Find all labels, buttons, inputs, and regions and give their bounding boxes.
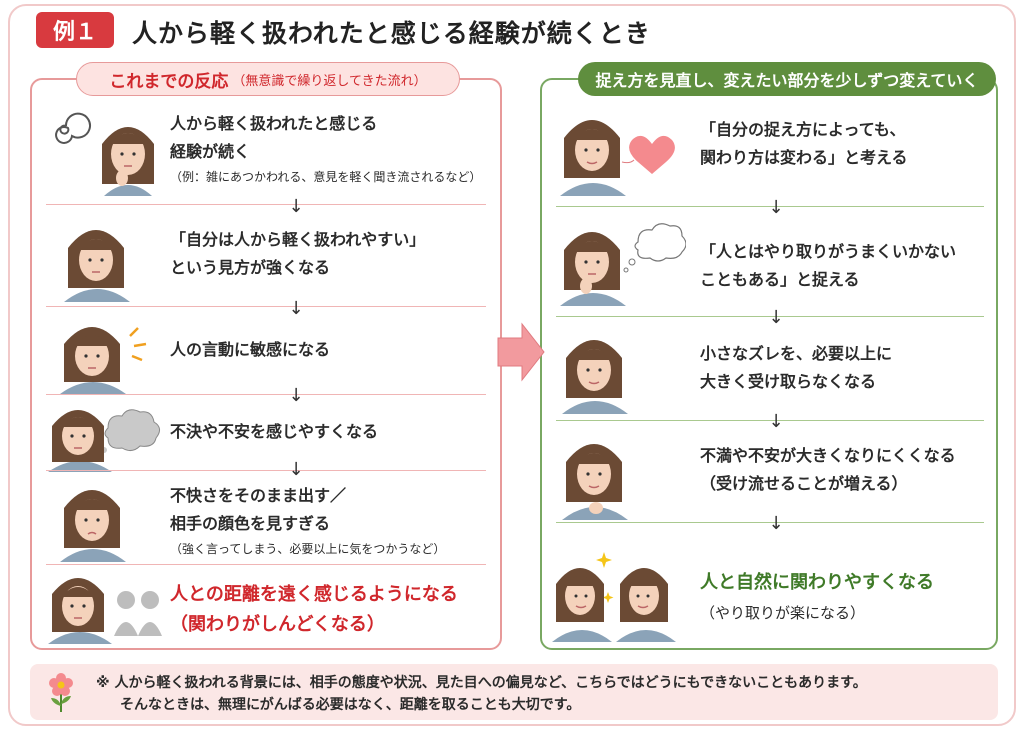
frowning-woman-illustration <box>60 490 126 562</box>
left-divider-4 <box>46 470 486 471</box>
left-step-2-line1: 「自分は人から軽く扱われやすい」 <box>170 230 426 249</box>
worried-woman-illustration <box>55 112 154 196</box>
left-header-sub: （無意識で繰り返してきた流れ） <box>232 73 427 89</box>
calm-woman-illustration <box>562 340 628 414</box>
left-divider-5 <box>46 564 486 565</box>
right-divider-3 <box>556 420 984 421</box>
right-step-4: 不満や不安が大きくなりにくくなる （受け流せることが増える） <box>700 442 990 498</box>
right-step-3-line1: 小さなズレを、必要以上に <box>700 344 893 363</box>
right-step-5: 人と自然に関わりやすくなる （やり取りが楽になる） <box>700 568 990 628</box>
footer-line-2: そんなときは、無理にがんばる必要はなく、距離を取ることも大切です。 <box>120 697 581 713</box>
down-arrow-icon: ↓ <box>288 385 304 406</box>
left-step-6-line1: 人との距離を遠く感じるようになる <box>170 584 458 605</box>
left-step-4: 不決や不安を感じやすくなる <box>170 418 490 446</box>
left-step-1: 人から軽く扱われたと感じる 経験が続く （例：雑にあつかわれる、意見を軽く聞き流… <box>170 110 490 188</box>
right-step-4-line2: （受け流せることが増える） <box>700 474 908 493</box>
left-step-1-line2: 経験が続く <box>170 142 251 161</box>
two-women-talking-illustration <box>552 552 676 642</box>
left-header-main: これまでの反応 <box>109 71 229 92</box>
right-divider-2 <box>556 316 984 317</box>
hopeful-woman-illustration <box>560 120 675 196</box>
right-step-2: 「人とはやり取りがうまくいかない こともある」と捉える <box>700 238 990 294</box>
reflecting-woman-illustration <box>560 223 686 306</box>
down-arrow-icon: ↓ <box>288 298 304 319</box>
down-arrow-icon: ↓ <box>288 196 304 217</box>
right-panel-header: 捉え方を見直し、変えたい部分を少しずつ変えていく <box>578 62 996 96</box>
left-step-4-line1: 不決や不安を感じやすくなる <box>170 422 379 441</box>
right-step-4-line1: 不満や不安が大きくなりにくくなる <box>700 446 956 465</box>
left-divider-3 <box>46 394 486 395</box>
left-divider-1 <box>46 204 486 205</box>
right-step-1-line1: 「自分の捉え方によっても、 <box>700 120 906 139</box>
example-badge: 例１ <box>36 12 114 48</box>
down-arrow-icon: ↓ <box>768 411 784 432</box>
left-step-5: 不快さをそのまま出す／ 相手の顔色を見すぎる （強く言ってしまう、必要以上に気を… <box>170 482 490 560</box>
left-step-6: 人との距離を遠く感じるようになる （関わりがしんどくなる） <box>170 580 490 640</box>
left-step-3-line1: 人の言動に敏感になる <box>170 340 331 359</box>
right-step-1: 「自分の捉え方によっても、 関わり方は変わる」と考える <box>700 116 990 172</box>
right-step-1-line2: 関わり方は変わる」と考える <box>700 148 908 167</box>
alert-woman-illustration <box>60 327 147 394</box>
page-title: 人から軽く扱われたと感じる経験が続くとき <box>132 19 651 48</box>
right-step-3-line2: 大きく受け取らなくなる <box>700 372 877 391</box>
left-step-2-line2: という見方が強くなる <box>170 258 331 277</box>
left-step-2: 「自分は人から軽く扱われやすい」 という見方が強くなる <box>170 226 490 282</box>
left-step-5-line2: 相手の顔色を見すぎる <box>170 514 331 533</box>
right-divider-4 <box>556 522 984 523</box>
thinking-woman-illustration <box>64 230 130 302</box>
right-step-5-line2: （やり取りが楽になる） <box>700 604 866 622</box>
footer-note-box: ※ 人から軽く扱われる背景には、相手の態度や状況、見た目への偏見など、こちらでは… <box>30 664 998 720</box>
left-step-5-note: （強く言ってしまう、必要以上に気をつかうなど） <box>170 542 446 556</box>
flower-icon <box>49 673 73 712</box>
relieved-woman-illustration <box>562 444 628 520</box>
distant-woman-illustration <box>48 578 162 644</box>
anxious-woman-illustration <box>48 409 160 472</box>
left-divider-2 <box>46 306 486 307</box>
right-step-3: 小さなズレを、必要以上に 大きく受け取らなくなる <box>700 340 990 396</box>
left-step-1-line1: 人から軽く扱われたと感じる <box>170 114 378 133</box>
left-step-3: 人の言動に敏感になる <box>170 336 490 364</box>
right-step-2-line1: 「人とはやり取りがうまくいかない <box>700 242 957 261</box>
left-step-1-note: （例：雑にあつかわれる、意見を軽く聞き流されるなど） <box>170 170 482 184</box>
down-arrow-icon: ↓ <box>288 459 304 480</box>
right-divider-1 <box>556 206 984 207</box>
left-step-5-line1: 不快さをそのまま出す／ <box>170 486 347 505</box>
down-arrow-icon: ↓ <box>768 513 784 534</box>
right-step-2-line2: こともある」と捉える <box>700 270 860 289</box>
transition-arrow-icon <box>497 322 545 382</box>
right-step-5-line1: 人と自然に関わりやすくなる <box>700 572 934 593</box>
down-arrow-icon: ↓ <box>768 307 784 328</box>
left-panel-header: これまでの反応 （無意識で繰り返してきた流れ） <box>76 62 460 96</box>
down-arrow-icon: ↓ <box>768 197 784 218</box>
left-step-6-line2: （関わりがしんどくなる） <box>170 614 385 635</box>
footer-line-1: ※ 人から軽く扱われる背景には、相手の態度や状況、見た目への偏見など、こちらでは… <box>96 675 867 691</box>
